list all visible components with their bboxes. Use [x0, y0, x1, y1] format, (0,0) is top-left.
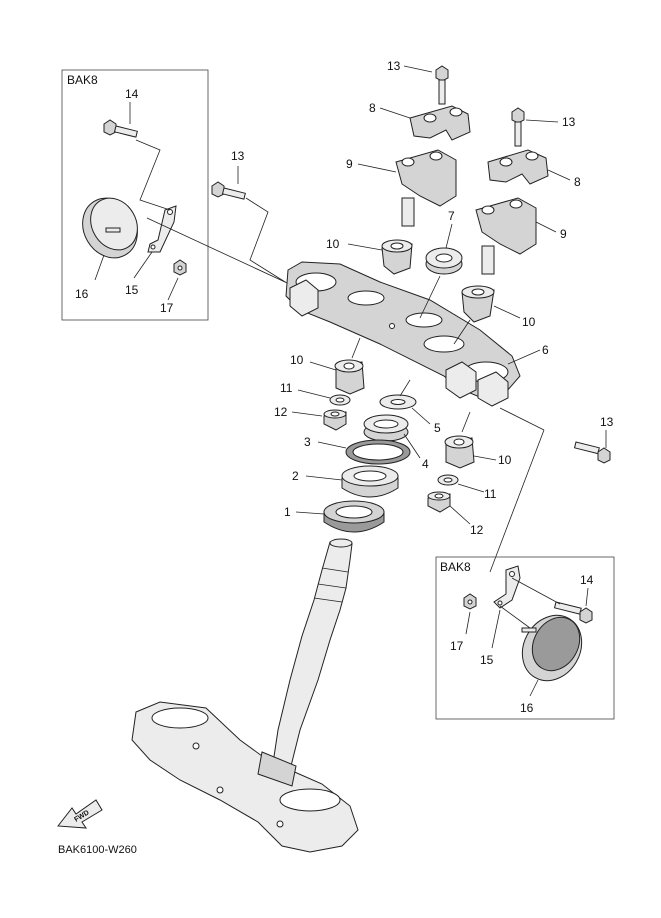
callout-13-left: 13 — [231, 149, 245, 163]
callout-14-left: 14 — [125, 87, 139, 101]
callout-9-left: 9 — [346, 157, 353, 171]
callout-16-left: 16 — [75, 287, 89, 301]
inset-box-right: BAK8 14 17 15 16 — [435, 556, 615, 720]
callout-2: 2 — [292, 469, 299, 483]
reflector-16-right — [521, 614, 583, 682]
damper-10-lower-right: 10 — [444, 411, 512, 469]
callout-4: 4 — [422, 457, 429, 471]
leader-left-box — [146, 217, 286, 283]
bolt-13-right: 13 — [573, 415, 614, 464]
lower-holder-9-left: 9 — [346, 149, 457, 227]
callout-3: 3 — [304, 435, 311, 449]
fwd-arrow-icon: FWD — [57, 799, 103, 829]
inset-left-title: BAK8 — [67, 73, 98, 87]
callout-7: 7 — [448, 209, 455, 223]
callout-13-top-right: 13 — [562, 115, 576, 129]
collar-12-left: 12 — [274, 405, 347, 431]
callout-8-left: 8 — [369, 101, 376, 115]
bolt-13-top-right: 13 — [511, 107, 576, 147]
callout-10-lower-right: 10 — [498, 453, 512, 467]
callout-17-right: 17 — [450, 639, 464, 653]
under-bracket — [131, 701, 359, 853]
bolt-14-right — [553, 601, 593, 624]
bolt-13-top-left: 13 — [387, 59, 449, 105]
callout-11-left: 11 — [280, 381, 293, 395]
inset-right-title: BAK8 — [440, 560, 471, 574]
callout-15-left: 15 — [125, 283, 139, 297]
guide-line-13-right — [499, 407, 545, 431]
callout-8-right: 8 — [574, 175, 581, 189]
callout-10-upper-right: 10 — [522, 315, 536, 329]
upper-bracket-6: 6 — [285, 261, 549, 407]
bolt-14-left — [103, 119, 138, 138]
leader-right-box — [489, 429, 545, 573]
collar-12-right: 12 — [427, 491, 484, 537]
callout-11-right: 11 — [484, 487, 497, 501]
bracket-15-left — [147, 205, 177, 253]
callout-10-upper-left: 10 — [326, 237, 340, 251]
bracket-15-right — [493, 565, 521, 609]
ring-nut-4: 4 — [363, 414, 429, 471]
seal-3: 3 — [304, 435, 411, 465]
nut-17-right — [463, 593, 477, 610]
callout-12-right: 12 — [470, 523, 484, 537]
nut-17-left — [173, 259, 187, 276]
reflector-16-left — [82, 197, 138, 259]
guide-line-10b — [453, 319, 471, 345]
callout-10-lower-left: 10 — [290, 353, 304, 367]
bolt-13-left: 13 — [211, 149, 291, 286]
bearing-2: 2 — [292, 465, 399, 498]
washer-11-left: 11 — [280, 381, 351, 406]
callout-9-right: 9 — [560, 227, 567, 241]
nut-7: 7 — [425, 209, 463, 275]
lower-holder-9-right: 9 — [475, 197, 567, 275]
inset-box-left: BAK8 14 16 15 17 — [61, 69, 209, 321]
callout-1: 1 — [284, 505, 291, 519]
callout-13-top: 13 — [387, 59, 401, 73]
washer-11-right: 11 — [437, 474, 497, 501]
callout-6: 6 — [542, 343, 549, 357]
upper-holder-8-left: 8 — [369, 101, 471, 141]
callout-12-left: 12 — [274, 405, 288, 419]
bearing-1: 1 — [284, 500, 385, 533]
upper-holder-8-right: 8 — [487, 149, 581, 189]
callout-13-right: 13 — [600, 415, 614, 429]
callout-5: 5 — [434, 421, 441, 435]
callout-17-left: 17 — [160, 301, 174, 315]
steering-stem — [271, 538, 353, 771]
guide-line-7 — [419, 275, 441, 319]
damper-10-upper-left: 10 — [326, 237, 413, 275]
damper-10-lower-left: 10 — [290, 337, 365, 395]
washer-5: 5 — [379, 379, 441, 435]
callout-14-right: 14 — [580, 573, 594, 587]
diagram-code: BAK6100-W260 — [58, 844, 137, 856]
damper-10-upper-right: 10 — [461, 285, 536, 329]
callout-15-right: 15 — [480, 653, 494, 667]
callout-16-right: 16 — [520, 701, 534, 715]
